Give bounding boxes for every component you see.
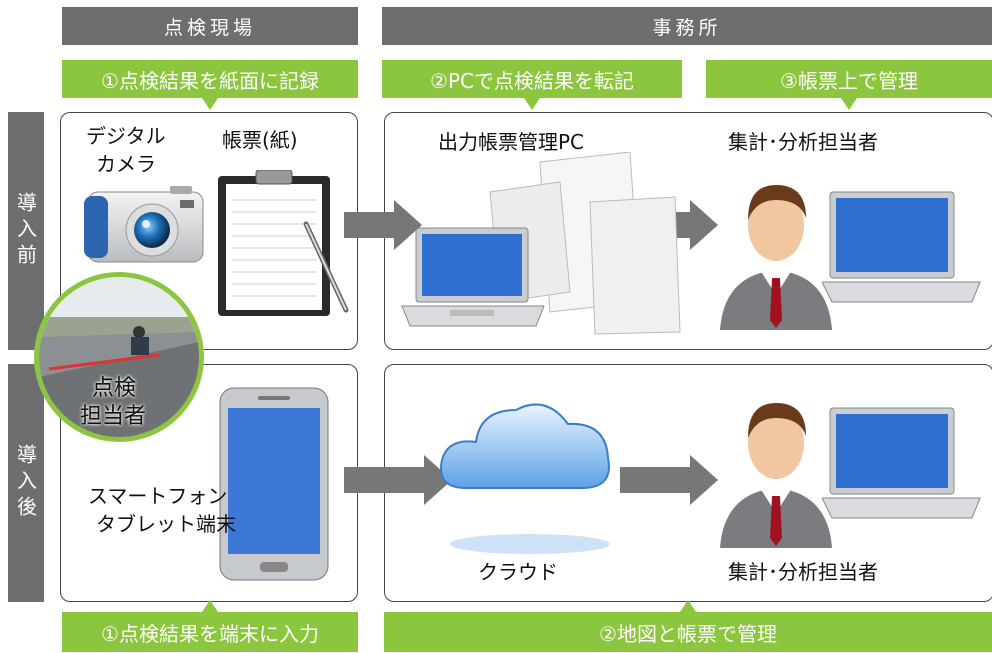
side-before: 導入前 (8, 112, 44, 350)
laptop-pc-icon (401, 227, 545, 327)
step2-before-label: ②PCで点検結果を転記 (382, 60, 682, 98)
laptop-analyst-before-icon (822, 191, 981, 303)
arrow-after-2 (620, 455, 718, 505)
analyst-before-icon (720, 185, 832, 330)
step3-before-label: ③帳票上で管理 (706, 60, 992, 98)
inspector-label-2: 担当者 (80, 404, 147, 429)
inspector-photo (34, 272, 204, 442)
step2-after-label: ②地図と帳票で管理 (384, 612, 992, 652)
cloud-label: クラウド (478, 560, 558, 584)
analyst-after-icon (720, 403, 832, 548)
cloud-shadow (450, 534, 610, 554)
laptop-analyst-after-icon (822, 407, 981, 519)
analyst-after-label: 集計･分析担当者 (728, 560, 878, 584)
cloud-icon (440, 403, 610, 489)
step1-before-label: ①点検結果を紙面に記録 (62, 60, 358, 98)
analyst-before-label: 集計･分析担当者 (728, 130, 878, 154)
device-label-2: タブレット端末 (96, 512, 236, 536)
smartphone-icon (219, 387, 329, 581)
side-after: 導入後 (8, 364, 44, 602)
inspector-label-1: 点検 (92, 376, 137, 401)
camera-label-2: カメラ (96, 152, 156, 176)
papers-icon (489, 152, 681, 335)
arrow-after-1 (344, 455, 452, 505)
inspector-photo-scene (39, 277, 199, 437)
step1-after-label: ①点検結果を端末に入力 (62, 612, 358, 652)
pc-label: 出力帳票管理PC (438, 130, 585, 154)
camera-label-1: デジタル (86, 124, 166, 148)
arrow-before-1 (344, 200, 422, 250)
header-office: 事務所 (382, 7, 992, 45)
clipboard-icon (218, 170, 349, 316)
header-field: 点検現場 (62, 7, 358, 45)
device-label-1: スマートフォン (88, 484, 228, 508)
camera-icon (84, 186, 204, 263)
paper-label: 帳票(紙) (222, 128, 298, 152)
